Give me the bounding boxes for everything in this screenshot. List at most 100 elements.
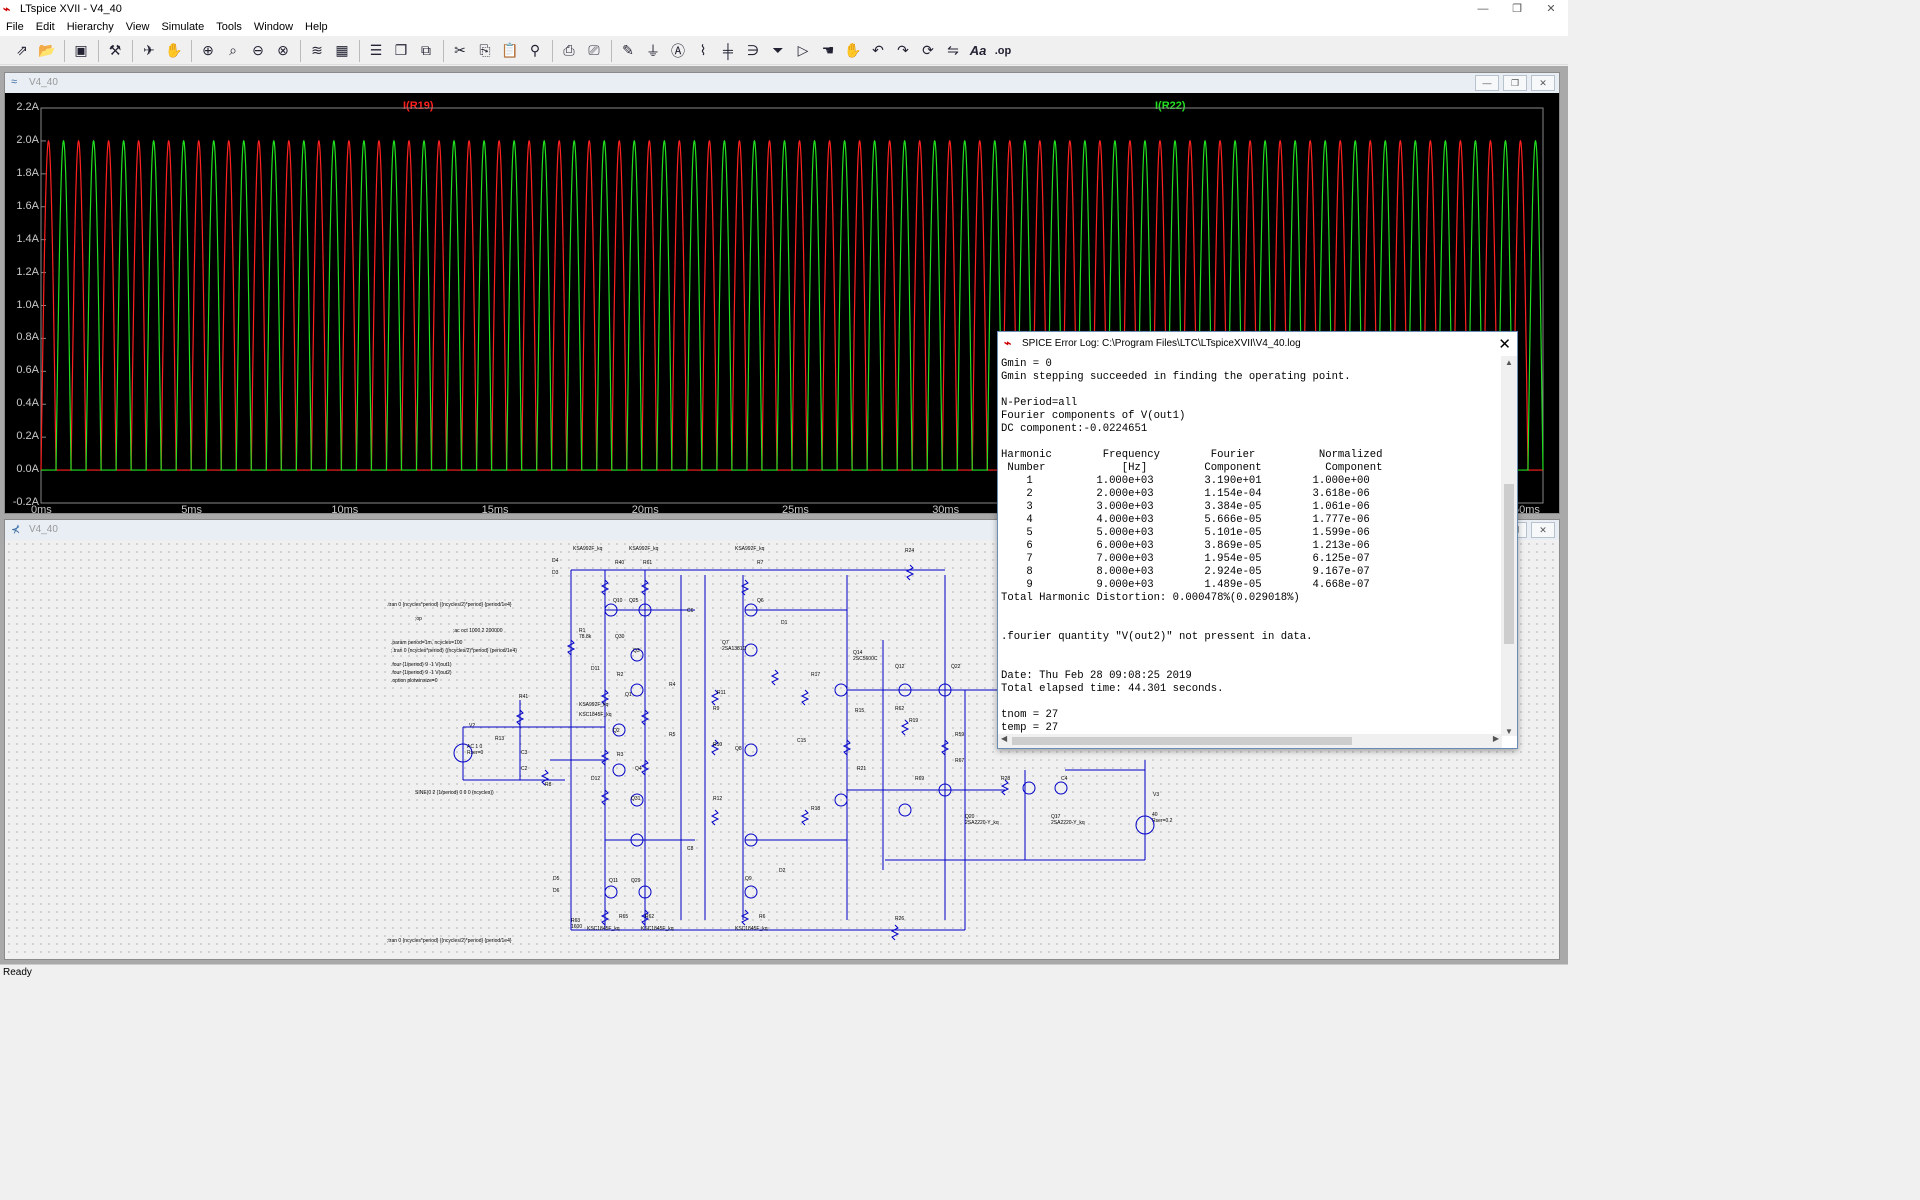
component-label[interactable]: Q30 bbox=[615, 634, 625, 640]
schematic-close-button[interactable]: ✕ bbox=[1531, 522, 1555, 538]
dc-supply-symbol[interactable] bbox=[1135, 815, 1155, 835]
draw-wire-icon[interactable]: ✎ bbox=[622, 42, 634, 58]
mirror-icon[interactable]: ⇋ bbox=[947, 42, 959, 58]
component-label[interactable]: R7 bbox=[757, 560, 764, 566]
transistor-symbol[interactable] bbox=[630, 833, 644, 847]
component-label[interactable]: 2SA2220-Y_kq bbox=[1051, 820, 1085, 826]
scroll-right-icon[interactable]: ▶ bbox=[1492, 734, 1499, 743]
ac-source-symbol[interactable] bbox=[453, 743, 473, 763]
waveform-close-button[interactable]: ✕ bbox=[1531, 75, 1555, 91]
transistor-symbol[interactable] bbox=[612, 723, 626, 737]
component-label[interactable]: R21 bbox=[857, 766, 866, 772]
resistor-symbol[interactable] bbox=[640, 709, 650, 726]
component-label[interactable]: R3 bbox=[617, 752, 624, 758]
transistor-symbol[interactable] bbox=[938, 783, 952, 797]
component-label[interactable]: R59 bbox=[955, 732, 964, 738]
component-label[interactable]: C3 bbox=[521, 750, 528, 756]
autorange-icon[interactable]: ≋ bbox=[311, 42, 323, 58]
component-label[interactable]: R9 bbox=[713, 706, 720, 712]
inductor-icon[interactable]: ∋ bbox=[746, 42, 760, 58]
drag-icon[interactable]: ✋ bbox=[844, 42, 862, 58]
spice-directive[interactable]: ;tran 0 {ncycles*period} {(ncycles/2)*pe… bbox=[387, 938, 512, 944]
spice-directive[interactable]: ;ac oct 1000 2 200000 bbox=[453, 628, 503, 634]
component-label[interactable]: R19 bbox=[909, 718, 918, 724]
component-label[interactable]: Q31 bbox=[631, 796, 641, 802]
menu-view[interactable]: View bbox=[125, 21, 150, 33]
resistor-symbol[interactable] bbox=[600, 689, 610, 706]
resistor-symbol[interactable] bbox=[842, 739, 852, 756]
component-label[interactable]: 2SA2220-Y_kq bbox=[965, 820, 999, 826]
component-label[interactable]: R11 bbox=[717, 690, 726, 696]
series-line-ir22[interactable] bbox=[41, 139, 1544, 471]
component-label[interactable]: D6 bbox=[553, 888, 560, 894]
spice-error-log-dialog[interactable]: ⌁ SPICE Error Log: C:\Program Files\LTC\… bbox=[997, 331, 1518, 749]
component-label[interactable]: 1600 bbox=[571, 924, 582, 930]
component-label[interactable]: Q14 bbox=[853, 650, 863, 656]
component-label[interactable]: Q1 bbox=[625, 692, 632, 698]
transistor-symbol[interactable] bbox=[898, 803, 912, 817]
trace-label-r19[interactable]: I(R19) bbox=[403, 100, 434, 112]
transistor-symbol[interactable] bbox=[630, 793, 644, 807]
component-label[interactable]: C6 bbox=[687, 608, 694, 614]
resistor-symbol[interactable] bbox=[740, 579, 750, 596]
component-label[interactable]: R10 bbox=[713, 742, 722, 748]
redo-icon[interactable]: ↷ bbox=[897, 42, 909, 58]
scroll-down-icon[interactable]: ▼ bbox=[1505, 727, 1513, 736]
component-label[interactable]: D5 bbox=[553, 876, 560, 882]
spice-directive[interactable]: .four {1/period} 9 -1 V(out2) bbox=[391, 670, 452, 676]
transistor-symbol[interactable] bbox=[744, 743, 758, 757]
transistor-symbol[interactable] bbox=[744, 833, 758, 847]
component-label[interactable]: R13 bbox=[495, 736, 504, 742]
diode-icon[interactable]: ⏷ bbox=[772, 42, 784, 58]
component-label[interactable]: 78.8k bbox=[579, 634, 592, 640]
move-icon[interactable]: ☚ bbox=[821, 42, 835, 58]
zoom-fit-icon[interactable]: ⊗ bbox=[277, 42, 289, 58]
component-label[interactable]: D11 bbox=[591, 666, 600, 672]
transistor-symbol[interactable] bbox=[612, 763, 626, 777]
resistor-symbol[interactable] bbox=[540, 769, 550, 786]
transistor-symbol[interactable] bbox=[1054, 781, 1068, 795]
supply-value[interactable]: 40 Rser=0.2 bbox=[1152, 812, 1173, 824]
menu-window[interactable]: Window bbox=[253, 21, 294, 33]
resistor-icon[interactable]: ⌇ bbox=[699, 42, 707, 58]
resistor-symbol[interactable] bbox=[600, 789, 610, 806]
print-preview-icon[interactable]: ⎚ bbox=[588, 42, 600, 58]
component-label[interactable]: C2 bbox=[521, 766, 528, 772]
scroll-up-icon[interactable]: ▲ bbox=[1505, 358, 1513, 367]
find-icon[interactable]: ⚲ bbox=[529, 42, 541, 58]
component-label[interactable]: D1 bbox=[781, 620, 788, 626]
resistor-symbol[interactable] bbox=[640, 909, 650, 926]
menu-file[interactable]: File bbox=[6, 21, 24, 33]
transistor-symbol[interactable] bbox=[630, 683, 644, 697]
component-label[interactable]: D3 bbox=[552, 570, 559, 576]
component-label[interactable]: Q7 bbox=[722, 640, 729, 646]
component-label[interactable]: KSC1845F_kq bbox=[587, 926, 620, 932]
resistor-symbol[interactable] bbox=[600, 909, 610, 926]
component-label[interactable]: D12 bbox=[591, 776, 600, 782]
transistor-symbol[interactable] bbox=[834, 793, 848, 807]
component-label[interactable]: C15 bbox=[797, 738, 806, 744]
menu-simulate[interactable]: Simulate bbox=[161, 21, 205, 33]
component-label[interactable]: KSA992F_kq bbox=[629, 546, 659, 552]
error-log-horizontal-scrollbar[interactable]: ◀ ▶ bbox=[998, 734, 1502, 748]
schematic-canvas[interactable]: .tran 0 {ncycles*period} {(ncycles/2)*pe… bbox=[5, 540, 1559, 959]
spice-directive[interactable]: .four {1/period} 9 -1 V(out1) bbox=[391, 662, 452, 668]
component-label[interactable]: 2SC5600C bbox=[853, 656, 878, 662]
component-label[interactable]: R28 bbox=[1001, 776, 1010, 782]
spice-directive[interactable]: ;op bbox=[415, 616, 422, 622]
zoom-area-icon[interactable]: ⌕ bbox=[229, 42, 237, 58]
open-schematic-icon[interactable]: ⇗ bbox=[16, 42, 28, 58]
component-label[interactable]: KSC1845F_kq bbox=[735, 926, 768, 932]
resistor-symbol[interactable] bbox=[710, 809, 720, 826]
component-label[interactable]: R69 bbox=[915, 776, 924, 782]
component-label[interactable]: R15 bbox=[855, 708, 864, 714]
transistor-symbol[interactable] bbox=[744, 643, 758, 657]
scroll-left-icon[interactable]: ◀ bbox=[1001, 734, 1008, 743]
component-label[interactable]: Q17 bbox=[1051, 814, 1061, 820]
cascade-icon[interactable]: ❐ bbox=[394, 42, 408, 58]
menu-tools[interactable]: Tools bbox=[216, 21, 242, 33]
tile-horizontal-icon[interactable]: ☰ bbox=[369, 42, 383, 58]
component-label[interactable]: C4 bbox=[1061, 776, 1068, 782]
save-icon[interactable]: ▣ bbox=[74, 42, 88, 58]
